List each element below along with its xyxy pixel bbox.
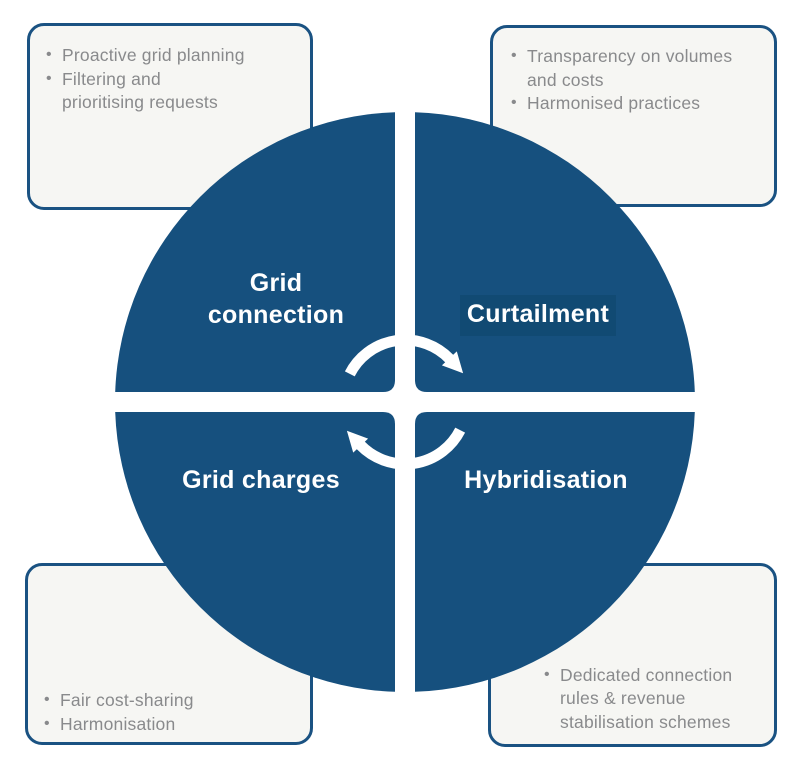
callout-bottom-right: Dedicated connection rules & revenue sta…: [488, 563, 777, 747]
cycle-arrow-top-icon: [344, 334, 454, 377]
callout-bottom-left-list: Fair cost-sharing Harmonisation: [43, 688, 300, 737]
quadrant-label-grid-charges: Grid charges: [182, 466, 340, 494]
quadrant-label-grid-connection: Grid connection: [207, 269, 345, 329]
callout-top-left: Proactive grid planning Filtering and pr…: [27, 23, 313, 210]
list-item: Proactive grid planning: [45, 43, 298, 68]
list-item: Dedicated connection rules & revenue sta…: [543, 663, 768, 735]
list-item: Filtering and prioritising requests: [45, 67, 298, 115]
quadrant-label-curtailment: Curtailment: [428, 295, 648, 336]
list-item: Transparency on volumes and costs: [510, 44, 764, 92]
callout-bottom-right-list: Dedicated connection rules & revenue sta…: [543, 663, 768, 735]
callout-top-right: Transparency on volumes and costs Harmon…: [490, 25, 777, 207]
callout-bottom-left: Fair cost-sharing Harmonisation: [25, 563, 313, 745]
cycle-arrow-bottom-head-icon: [346, 430, 369, 453]
cycle-arrow-bottom-icon: [356, 427, 466, 470]
cycle-arrow-top-head-icon: [441, 351, 464, 374]
callout-top-left-list: Proactive grid planning Filtering and pr…: [45, 43, 298, 115]
curtailment-highlight: Curtailment: [459, 295, 617, 336]
list-item: Harmonised practices: [510, 91, 764, 116]
clockwise-cycle-arrows-icon: [344, 334, 466, 470]
callout-top-right-list: Transparency on volumes and costs Harmon…: [510, 44, 764, 116]
quadrant-label-hybridisation: Hybridisation: [464, 466, 628, 494]
list-item: Fair cost-sharing: [43, 688, 300, 713]
list-item: Harmonisation: [43, 712, 300, 737]
